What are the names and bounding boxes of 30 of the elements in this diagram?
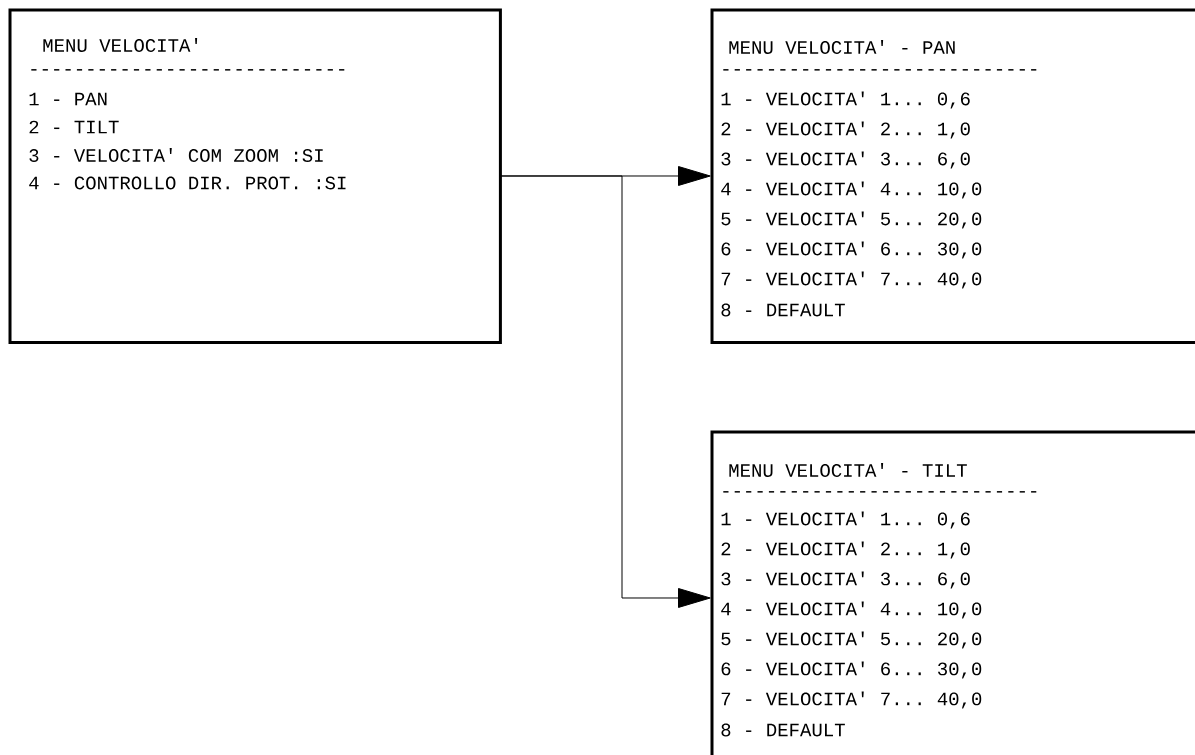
menu-item: 7 - VELOCITA' 7... 40,0 [721, 691, 982, 709]
dashed-separator: ---------------------------- [723, 491, 1037, 493]
menu-item: 5 - VELOCITA' 5... 20,0 [721, 211, 982, 229]
menu-item: 3 - VELOCITA' COM ZOOM :SI [29, 148, 323, 162]
menu-item: 6 - VELOCITA' 6... 30,0 [721, 661, 982, 679]
menu-item: 8 - DEFAULT [721, 723, 845, 737]
menu-item: 1 - VELOCITA' 1... 0,6 [721, 511, 970, 529]
menu-item: 3 - VELOCITA' 3... 6,0 [721, 151, 970, 169]
menu-item: 4 - VELOCITA' 4... 10,0 [721, 181, 982, 199]
menu-item: 1 - PAN [29, 92, 107, 106]
menu-title: MENU VELOCITA' [43, 38, 198, 52]
menu-box [710, 8, 1195, 344]
menu-item: 4 - CONTROLLO DIR. PROT. :SI [29, 176, 346, 190]
menu-item: 5 - VELOCITA' 5... 20,0 [721, 631, 982, 649]
menu-item: 6 - VELOCITA' 6... 30,0 [721, 241, 982, 259]
menu-box [8, 8, 502, 344]
menu-title: MENU VELOCITA' - TILT [729, 463, 967, 477]
arrow [499, 175, 711, 608]
dashed-separator: ---------------------------- [31, 69, 345, 71]
menu-item: 2 - VELOCITA' 2... 1,0 [721, 121, 970, 139]
menu-title: MENU VELOCITA' - PAN [729, 40, 955, 54]
menu-item: 2 - TILT [29, 120, 119, 134]
menu-item: 7 - VELOCITA' 7... 40,0 [721, 271, 982, 289]
menu-item: 2 - VELOCITA' 2... 1,0 [721, 541, 970, 559]
menu-item: 3 - VELOCITA' 3... 6,0 [721, 571, 970, 589]
menu-item: 1 - VELOCITA' 1... 0,6 [721, 91, 970, 109]
menu-box [710, 430, 1195, 755]
menu-item: 4 - VELOCITA' 4... 10,0 [721, 601, 982, 619]
dashed-separator: ---------------------------- [723, 69, 1037, 71]
menu-item: 8 - DEFAULT [721, 303, 845, 317]
